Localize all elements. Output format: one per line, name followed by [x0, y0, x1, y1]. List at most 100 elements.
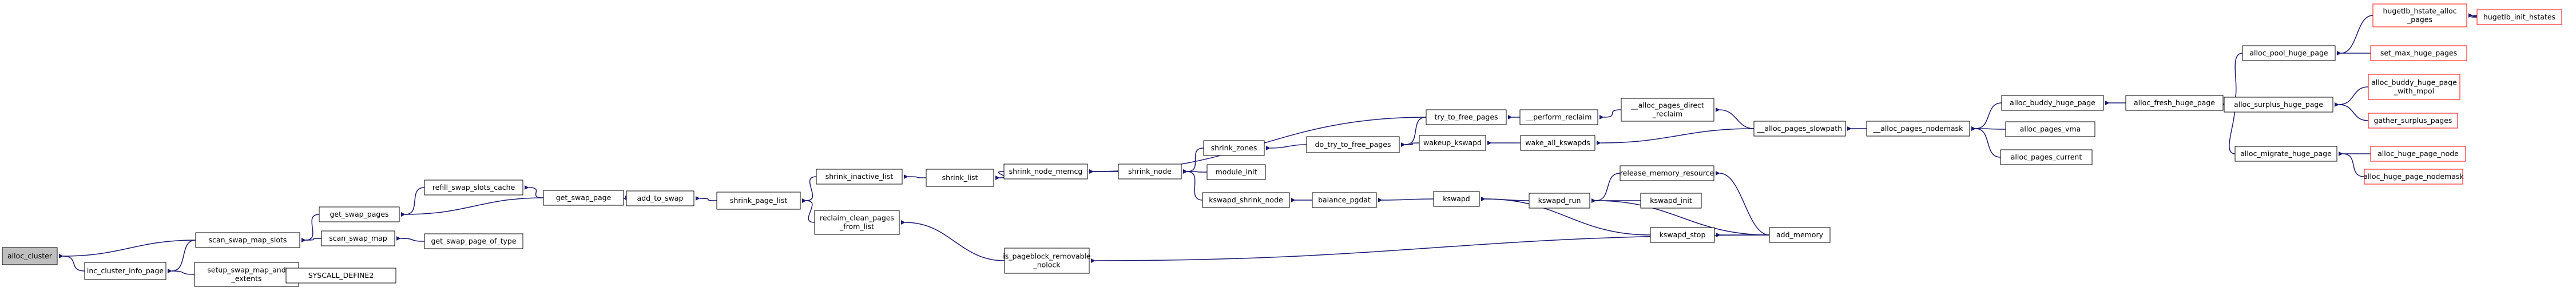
- node-label: scan_swap_map_slots: [209, 236, 287, 244]
- node-alloc_migrate_huge_page[interactable]: alloc_migrate_huge_page: [2234, 146, 2337, 162]
- node-box: [1769, 227, 1831, 243]
- node-get_swap_page_of_type[interactable]: get_swap_page_of_type: [424, 233, 523, 249]
- node-box: [716, 192, 801, 210]
- node-label: __alloc_pages_nodemask: [1873, 124, 1963, 133]
- node-hugetlb_init_hstates[interactable]: hugetlb_init_hstates: [2476, 9, 2562, 25]
- edge-alloc_surplus_huge_page-to-gather_surplus_pages: [2334, 102, 2369, 121]
- node-alloc_buddy_huge_page_with_mpol[interactable]: alloc_buddy_huge_page_with_mpol: [2368, 74, 2460, 100]
- node-box: [424, 233, 523, 249]
- node-do_try_to_free_pages[interactable]: do_try_to_free_pages: [1306, 136, 1400, 153]
- node-scan_swap_map[interactable]: scan_swap_map: [321, 230, 395, 246]
- node-label: kswapd_shrink_node: [1209, 196, 1283, 204]
- node-label: __alloc_pages_direct: [1630, 101, 1704, 110]
- node-alloc_pages_vma[interactable]: alloc_pages_vma: [2005, 121, 2095, 137]
- node-box: [2370, 45, 2467, 61]
- node-label: release_memory_resource: [1620, 169, 1714, 177]
- node-box: [1426, 109, 1507, 125]
- node-label: alloc_pages_current: [2011, 153, 2082, 161]
- node-box: [2000, 149, 2093, 165]
- node-box: [1419, 135, 1486, 151]
- node-gather_surplus_pages[interactable]: gather_surplus_pages: [2368, 113, 2458, 129]
- edge-shrink_list-to-shrink_node_memcg: [995, 171, 1006, 181]
- node-label: _reclaim: [1652, 110, 1682, 118]
- node-shrink_list[interactable]: shrink_list: [926, 169, 994, 187]
- node-get_swap_pages[interactable]: get_swap_pages: [319, 206, 400, 222]
- node-alloc_pool_huge_page[interactable]: alloc_pool_huge_page: [2242, 45, 2336, 61]
- edge-scan_swap_map_slots-to-scan_swap_map: [301, 238, 322, 243]
- node-label: __perform_reclaim: [1526, 113, 1592, 121]
- node-alloc_huge_page_node[interactable]: alloc_huge_page_node: [2370, 146, 2466, 162]
- node-module_init[interactable]: module_init: [1206, 164, 1266, 180]
- node-shrink_node[interactable]: shrink_node: [1118, 164, 1182, 180]
- node-shrink_zones[interactable]: shrink_zones: [1203, 140, 1265, 156]
- node-wakeup_kswapd[interactable]: wakeup_kswapd: [1419, 135, 1486, 151]
- node-label: alloc_cluster: [7, 252, 53, 260]
- node-hugetlb_hstate_alloc_pages[interactable]: hugetlb_hstate_alloc_pages: [2372, 3, 2467, 27]
- node-alloc_pages_direct_reclaim[interactable]: __alloc_pages_direct_reclaim: [1621, 98, 1714, 122]
- node-label: alloc_fresh_huge_page: [2134, 98, 2215, 107]
- node-shrink_inactive_list[interactable]: shrink_inactive_list: [816, 169, 903, 185]
- node-label: kswapd_stop: [1660, 230, 1706, 239]
- node-add_memory[interactable]: add_memory: [1769, 227, 1831, 243]
- node-box: [2224, 97, 2333, 113]
- edge-reclaim_clean_pages_from_list-to-is_pageblock_removable_nolock: [900, 220, 1005, 261]
- node-reclaim_clean_pages_from_list[interactable]: reclaim_clean_pages_from_list: [814, 210, 900, 235]
- node-box: [1118, 164, 1182, 180]
- node-box: [1206, 164, 1266, 180]
- node-is_pageblock_removable_nolock[interactable]: is_pageblock_removable_nolock: [1003, 248, 1091, 274]
- edge-get_swap_pages-to-get_swap_page: [400, 197, 544, 217]
- node-balance_pgdat[interactable]: balance_pgdat: [1312, 192, 1377, 208]
- node-alloc_pages_current[interactable]: alloc_pages_current: [2000, 149, 2093, 165]
- node-alloc_surplus_huge_page[interactable]: alloc_surplus_huge_page: [2224, 97, 2333, 113]
- node-scan_swap_map_slots[interactable]: scan_swap_map_slots: [195, 232, 300, 248]
- node-box: [1312, 192, 1377, 208]
- edge-kswapd-to-kswapd_stop: [1480, 196, 1651, 236]
- node-label: get_swap_pages: [330, 210, 388, 218]
- node-shrink_page_list[interactable]: shrink_page_list: [716, 192, 801, 210]
- node-SYSCALL_DEFINE2[interactable]: SYSCALL_DEFINE2: [285, 268, 396, 284]
- node-shrink_node_memcg[interactable]: shrink_node_memcg: [1003, 164, 1088, 180]
- node-label: set_max_huge_pages: [2380, 49, 2457, 57]
- node-box: [321, 230, 395, 246]
- node-box: [1640, 193, 1702, 209]
- node-kswapd_shrink_node[interactable]: kswapd_shrink_node: [1202, 192, 1290, 208]
- node-box: [84, 262, 166, 280]
- node-label: inc_cluster_info_page: [87, 266, 164, 275]
- node-alloc_buddy_huge_page[interactable]: alloc_buddy_huge_page: [2001, 95, 2104, 111]
- node-release_memory_resource[interactable]: release_memory_resource: [1620, 165, 1714, 181]
- node-label: alloc_huge_page_node: [2377, 149, 2459, 158]
- node-refill_swap_slots_cache[interactable]: refill_swap_slots_cache: [424, 180, 523, 196]
- node-label: balance_pgdat: [1318, 196, 1371, 204]
- node-box: [1753, 121, 1846, 137]
- node-wake_all_kswapds[interactable]: wake_all_kswapds: [1520, 135, 1595, 151]
- edge-balance_pgdat-to-kswapd: [1378, 198, 1434, 203]
- node-setup_swap_map_and_extents[interactable]: setup_swap_map_and_extents: [194, 262, 299, 287]
- node-alloc_fresh_huge_page[interactable]: alloc_fresh_huge_page: [2125, 95, 2224, 111]
- node-get_swap_page[interactable]: get_swap_page: [543, 190, 624, 206]
- edge-alloc_cluster-to-scan_swap_map_slots: [58, 240, 196, 259]
- node-box: [2125, 95, 2224, 111]
- node-perform_reclaim[interactable]: __perform_reclaim: [1519, 109, 1598, 125]
- node-inc_cluster_info_page[interactable]: inc_cluster_info_page: [84, 262, 166, 280]
- node-kswapd_init[interactable]: kswapd_init: [1640, 193, 1702, 209]
- node-alloc_pages_nodemask[interactable]: __alloc_pages_nodemask: [1866, 121, 1970, 137]
- node-kswapd_stop[interactable]: kswapd_stop: [1650, 227, 1715, 243]
- edge-alloc_pages_direct_reclaim-to-alloc_pages_slowpath: [1715, 107, 1755, 129]
- node-kswapd[interactable]: kswapd: [1433, 191, 1480, 207]
- edge-refill_swap_slots_cache-to-get_swap_page: [524, 185, 544, 198]
- node-label: _nolock: [1033, 261, 1061, 269]
- node-label: do_try_to_free_pages: [1315, 140, 1391, 149]
- node-set_max_huge_pages[interactable]: set_max_huge_pages: [2370, 45, 2467, 61]
- node-alloc_cluster[interactable]: alloc_cluster: [2, 247, 58, 265]
- node-alloc_pages_slowpath[interactable]: __alloc_pages_slowpath: [1753, 121, 1846, 137]
- node-box: [926, 169, 994, 187]
- node-alloc_huge_page_nodemask[interactable]: alloc_huge_page_nodemask: [2363, 169, 2464, 185]
- edge-is_pageblock_removable_nolock-to-add_memory: [1090, 234, 1770, 264]
- node-box: [816, 169, 903, 185]
- node-box: [1203, 140, 1265, 156]
- node-label: alloc_buddy_huge_page: [2371, 78, 2457, 87]
- node-kswapd_run[interactable]: kswapd_run: [1529, 193, 1590, 209]
- node-try_to_free_pages[interactable]: try_to_free_pages: [1426, 109, 1507, 125]
- node-add_to_swap[interactable]: add_to_swap: [626, 190, 694, 206]
